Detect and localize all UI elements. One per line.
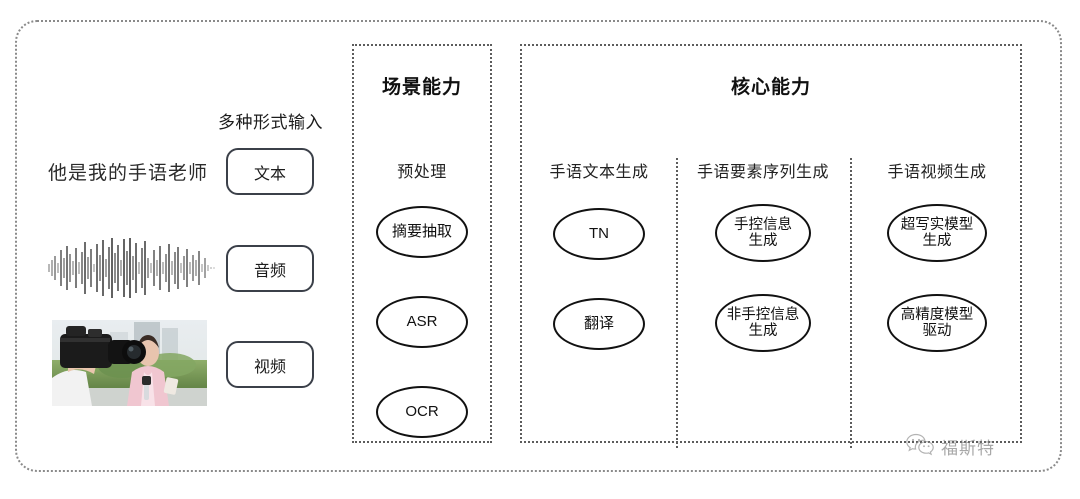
core-column-2-header: 手语要素序列生成 [696, 164, 829, 181]
node-translation[interactable]: 翻译 [553, 298, 645, 350]
node-hyperrealistic-model-generation[interactable]: 超写实模型 生成 [887, 204, 987, 262]
node-ocr-label: OCR [405, 402, 439, 420]
node-tn[interactable]: TN [553, 208, 645, 260]
modality-pill-text[interactable]: 文本 [226, 148, 314, 195]
node-asr[interactable]: ASR [376, 296, 468, 348]
core-column-divider-1 [676, 158, 678, 448]
core-column-divider-2 [850, 158, 852, 448]
modality-pill-text-label: 文本 [253, 165, 286, 183]
watermark-text: 福斯特 [941, 439, 995, 458]
node-non-manual-signal-generation[interactable]: 非手控信息 生成 [715, 294, 811, 352]
modality-pill-video[interactable]: 视频 [226, 341, 314, 388]
sample-sentence-text: 他是我的手语老师 [48, 163, 209, 184]
core-panel-title: 核心能力 [730, 77, 811, 98]
node-asr-label: ASR [406, 312, 438, 330]
scene-panel-title: 场景能力 [381, 77, 462, 98]
node-high-precision-model-driving[interactable]: 高精度模型 驱动 [887, 294, 987, 352]
node-hyperrealistic-model-generation-label: 超写实模型 生成 [900, 216, 974, 249]
modality-pill-audio[interactable]: 音频 [226, 245, 314, 292]
scene-preprocess-column: 预处理 摘要抽取 ASR OCR [354, 158, 490, 438]
core-column-sign-element-sequence: 手语要素序列生成 手控信息 生成 非手控信息 生成 [676, 158, 850, 352]
node-non-manual-signal-generation-label: 非手控信息 生成 [726, 306, 800, 339]
core-column-sign-text-generation: 手语文本生成 TN 翻译 [522, 158, 676, 350]
watermark: 福斯特 [905, 432, 995, 461]
core-capability-panel: 核心能力 手语文本生成 TN 翻译 手语要素序列生成 手控信息 生成 [520, 44, 1024, 448]
modality-pill-video-label: 视频 [253, 358, 286, 376]
core-column-3-header: 手语视频生成 [887, 164, 987, 181]
outer-dotted-frame [15, 20, 1062, 472]
node-summary-extraction[interactable]: 摘要抽取 [376, 206, 468, 258]
scene-capability-panel: 场景能力 预处理 摘要抽取 ASR OCR [352, 44, 492, 443]
core-column-1-header: 手语文本生成 [549, 164, 649, 181]
modality-pill-audio-label: 音频 [253, 262, 286, 280]
node-translation-label: 翻译 [583, 314, 614, 332]
node-summary-extraction-label: 摘要抽取 [391, 222, 452, 240]
waveform-icon [44, 236, 216, 300]
scene-group-label: 预处理 [397, 164, 447, 181]
node-ocr[interactable]: OCR [376, 386, 468, 438]
wechat-icon [905, 432, 935, 461]
node-manual-signal-generation-label: 手控信息 生成 [734, 216, 792, 249]
video-thumbnail-icon [52, 320, 207, 406]
node-manual-signal-generation[interactable]: 手控信息 生成 [715, 204, 811, 262]
node-high-precision-model-driving-label: 高精度模型 驱动 [900, 306, 974, 339]
input-section-heading: 多种形式输入 [218, 113, 323, 132]
core-column-sign-video-generation: 手语视频生成 超写实模型 生成 高精度模型 驱动 [850, 158, 1024, 352]
node-tn-label: TN [589, 224, 609, 242]
